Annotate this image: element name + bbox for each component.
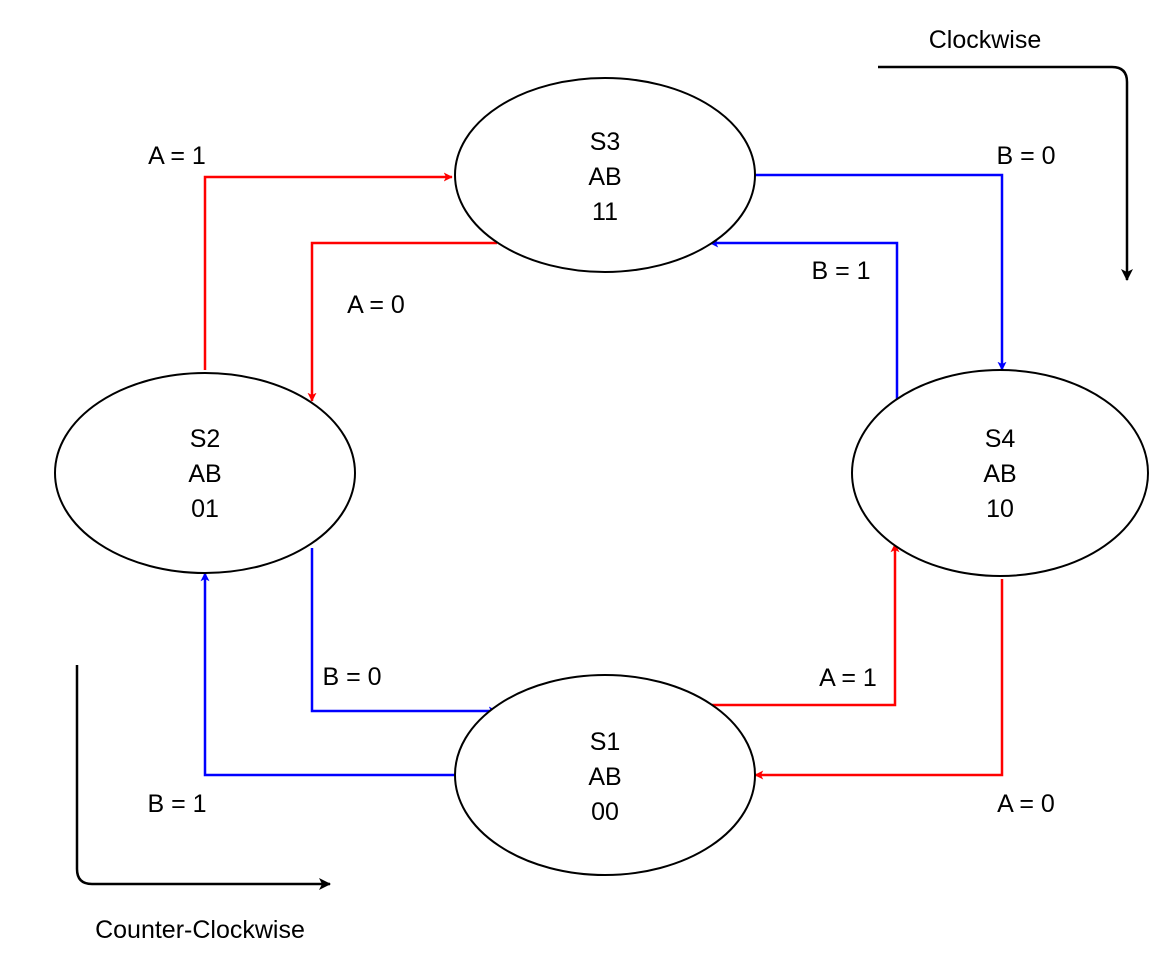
counter-clockwise-label: Counter-Clockwise bbox=[95, 916, 305, 944]
label-s2-to-s3: A = 1 bbox=[148, 142, 206, 170]
transition-s3-to-s2 bbox=[307, 241, 497, 402]
state-s1-vars: AB bbox=[588, 763, 621, 791]
clockwise-label: Clockwise bbox=[929, 26, 1042, 54]
state-s1: S1 AB 00 bbox=[454, 674, 756, 876]
state-s3: S3 AB 11 bbox=[454, 77, 756, 273]
state-s2-vars: AB bbox=[188, 460, 221, 488]
transition-s2-to-s3 bbox=[203, 172, 453, 370]
state-s4-code: 10 bbox=[986, 495, 1014, 523]
state-s2-name: S2 bbox=[190, 425, 221, 453]
state-s3-code: 11 bbox=[592, 198, 618, 226]
label-s3-to-s4: B = 0 bbox=[996, 142, 1055, 170]
clockwise-arrow bbox=[878, 65, 1133, 281]
state-s3-vars: AB bbox=[588, 163, 621, 191]
label-s1-to-s2: B = 1 bbox=[147, 790, 206, 818]
state-s1-name: S1 bbox=[590, 728, 621, 756]
state-s3-name: S3 bbox=[590, 128, 621, 156]
label-s4-to-s1: A = 0 bbox=[997, 790, 1055, 818]
label-s2-to-s1: B = 0 bbox=[322, 663, 381, 691]
state-s4-vars: AB bbox=[983, 460, 1016, 488]
state-s2-code: 01 bbox=[191, 495, 219, 523]
counter-clockwise-arrow bbox=[75, 665, 331, 890]
label-s3-to-s2: A = 0 bbox=[347, 291, 405, 319]
transition-s3-to-s4 bbox=[755, 173, 1007, 371]
state-s2: S2 AB 01 bbox=[54, 372, 356, 574]
state-s4-name: S4 bbox=[985, 425, 1016, 453]
transition-s1-to-s2 bbox=[200, 572, 455, 777]
transition-s2-to-s1 bbox=[310, 548, 498, 716]
state-s4: S4 AB 10 bbox=[851, 369, 1149, 577]
label-s1-to-s4: A = 1 bbox=[819, 664, 877, 692]
state-s1-code: 00 bbox=[591, 798, 619, 826]
transition-s4-to-s3 bbox=[709, 238, 899, 405]
transition-s1-to-s4 bbox=[712, 543, 900, 707]
label-s4-to-s3: B = 1 bbox=[811, 257, 870, 285]
transition-s4-to-s1 bbox=[754, 579, 1004, 780]
